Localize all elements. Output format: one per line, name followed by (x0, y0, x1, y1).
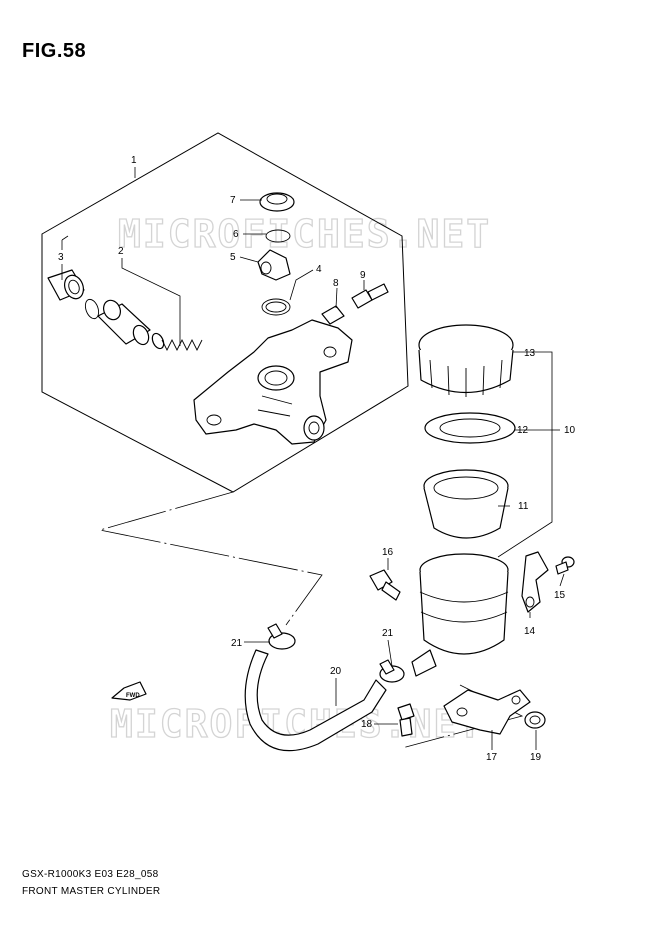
assembly-frame-1 (41, 132, 409, 493)
part-6-circlip (265, 229, 291, 243)
callout-21-lower: 21 (382, 628, 394, 639)
model-code: GSX-R1000K3 E03 E28_058 (22, 869, 159, 880)
callout-15: 15 (554, 590, 566, 601)
callout-4: 4 (316, 264, 322, 275)
part-15-screw (555, 556, 575, 575)
part-20-hose (244, 649, 387, 752)
forward-direction-arrow: FWD (111, 681, 147, 701)
section-name: FRONT MASTER CYLINDER (22, 886, 161, 897)
callout-8: 8 (333, 278, 339, 289)
leader-lines (61, 167, 565, 750)
figure-title: FIG.58 (22, 40, 87, 62)
callout-20: 20 (330, 666, 342, 677)
part-11-diaphragm (423, 469, 509, 539)
callout-17: 17 (486, 752, 498, 763)
callout-5: 5 (230, 252, 236, 263)
callout-7: 7 (230, 195, 236, 206)
part-17-mounting-bracket (443, 689, 531, 735)
callout-13: 13 (524, 348, 536, 359)
callout-9: 9 (360, 270, 366, 281)
callout-14: 14 (524, 626, 536, 637)
part-18-bolt (397, 703, 415, 737)
bracket-10 (497, 351, 553, 558)
watermark-top: MICROFICHES.NET (118, 212, 491, 256)
part-12-plate (424, 412, 516, 444)
callout-1: 1 (131, 155, 137, 166)
part-21-clamp-upper (267, 623, 296, 650)
fwd-label: FWD (126, 693, 140, 699)
callout-12: 12 (517, 425, 529, 436)
callout-16: 16 (382, 547, 394, 558)
part-19-nut (524, 711, 546, 729)
callout-2: 2 (118, 246, 124, 257)
hose-connection-line (99, 491, 323, 626)
circlip (84, 298, 100, 320)
part-13-reservoir-cap (418, 324, 514, 397)
callout-11: 11 (518, 501, 529, 512)
master-cylinder-body (193, 319, 353, 445)
callout-10: 10 (564, 425, 576, 436)
part-5-hose-joint (257, 249, 291, 281)
callout-3: 3 (58, 252, 64, 263)
part-14-bracket (521, 551, 549, 613)
part-9-bolt (351, 283, 389, 309)
part-2-piston-set (97, 299, 203, 352)
callout-19: 19 (530, 752, 542, 763)
part-3-cap (47, 269, 85, 301)
part-16-bolt (369, 569, 401, 601)
callout-6: 6 (233, 229, 239, 240)
part-21-clamp-lower (379, 659, 405, 683)
reservoir-tank (411, 553, 509, 677)
part-4-o-ring (261, 298, 291, 316)
callout-21-upper: 21 (231, 638, 243, 649)
callout-18: 18 (361, 719, 373, 730)
part-8-screw (321, 305, 345, 325)
part-7-cap (259, 192, 295, 212)
